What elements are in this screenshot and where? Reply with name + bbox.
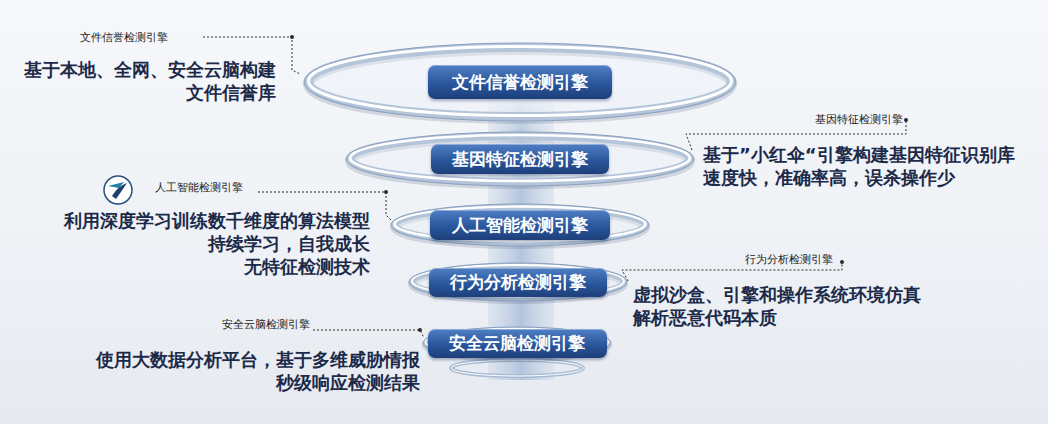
engine-ring: 文件信誉检测引擎 xyxy=(303,42,737,122)
callout-heading: 行为分析检测引擎 xyxy=(745,252,833,267)
callout-heading: 安全云脑检测引擎 xyxy=(222,317,310,332)
engine-ring: 人工智能检测引擎 xyxy=(390,203,650,247)
ai-icon xyxy=(104,176,132,204)
callout-heading: 基因特征检测引擎 xyxy=(815,112,903,127)
leader-dot xyxy=(418,328,422,332)
leader-dot xyxy=(290,35,294,39)
engine-button: 人工智能检测引擎 xyxy=(430,210,610,240)
engine-ring: 安全云脑检测引擎 xyxy=(422,326,612,360)
engine-button: 安全云脑检测引擎 xyxy=(428,329,607,358)
engine-ring: 基因特征检测引擎 xyxy=(345,131,695,187)
callout-text: 利用深度学习训练数千维度的算法模型 持续学习，自我成长 无特征检测技术 xyxy=(64,209,370,278)
engine-button: 基因特征检测引擎 xyxy=(431,144,609,174)
engine-button: 行为分析检测引擎 xyxy=(429,268,607,297)
callout-text: 基于本地、全网、安全云脑构建 文件信誉库 xyxy=(24,58,276,104)
base-ring xyxy=(451,360,583,376)
leader-dot xyxy=(840,260,844,264)
base-ring xyxy=(451,360,583,376)
engine-button: 文件信誉检测引擎 xyxy=(428,65,612,99)
leader-dot xyxy=(904,118,908,122)
engine-ring: 行为分析检测引擎 xyxy=(408,262,628,302)
callout-text: 虚拟沙盒、引擎和操作系统环境仿真 解析恶意代码本质 xyxy=(633,283,921,329)
leader-line xyxy=(313,330,424,338)
callout-text: 基于”小红伞“引擎构建基因特征识别库 速度快，准确率高，误杀操作少 xyxy=(703,143,1015,189)
leader-dot xyxy=(384,190,388,194)
callout-heading: 人工智能检测引擎 xyxy=(155,180,243,195)
callout-heading: 文件信誉检测引擎 xyxy=(80,30,168,45)
callout-text: 使用大数据分析平台，基于多维威胁情报 秒级响应检测结果 xyxy=(96,348,420,394)
